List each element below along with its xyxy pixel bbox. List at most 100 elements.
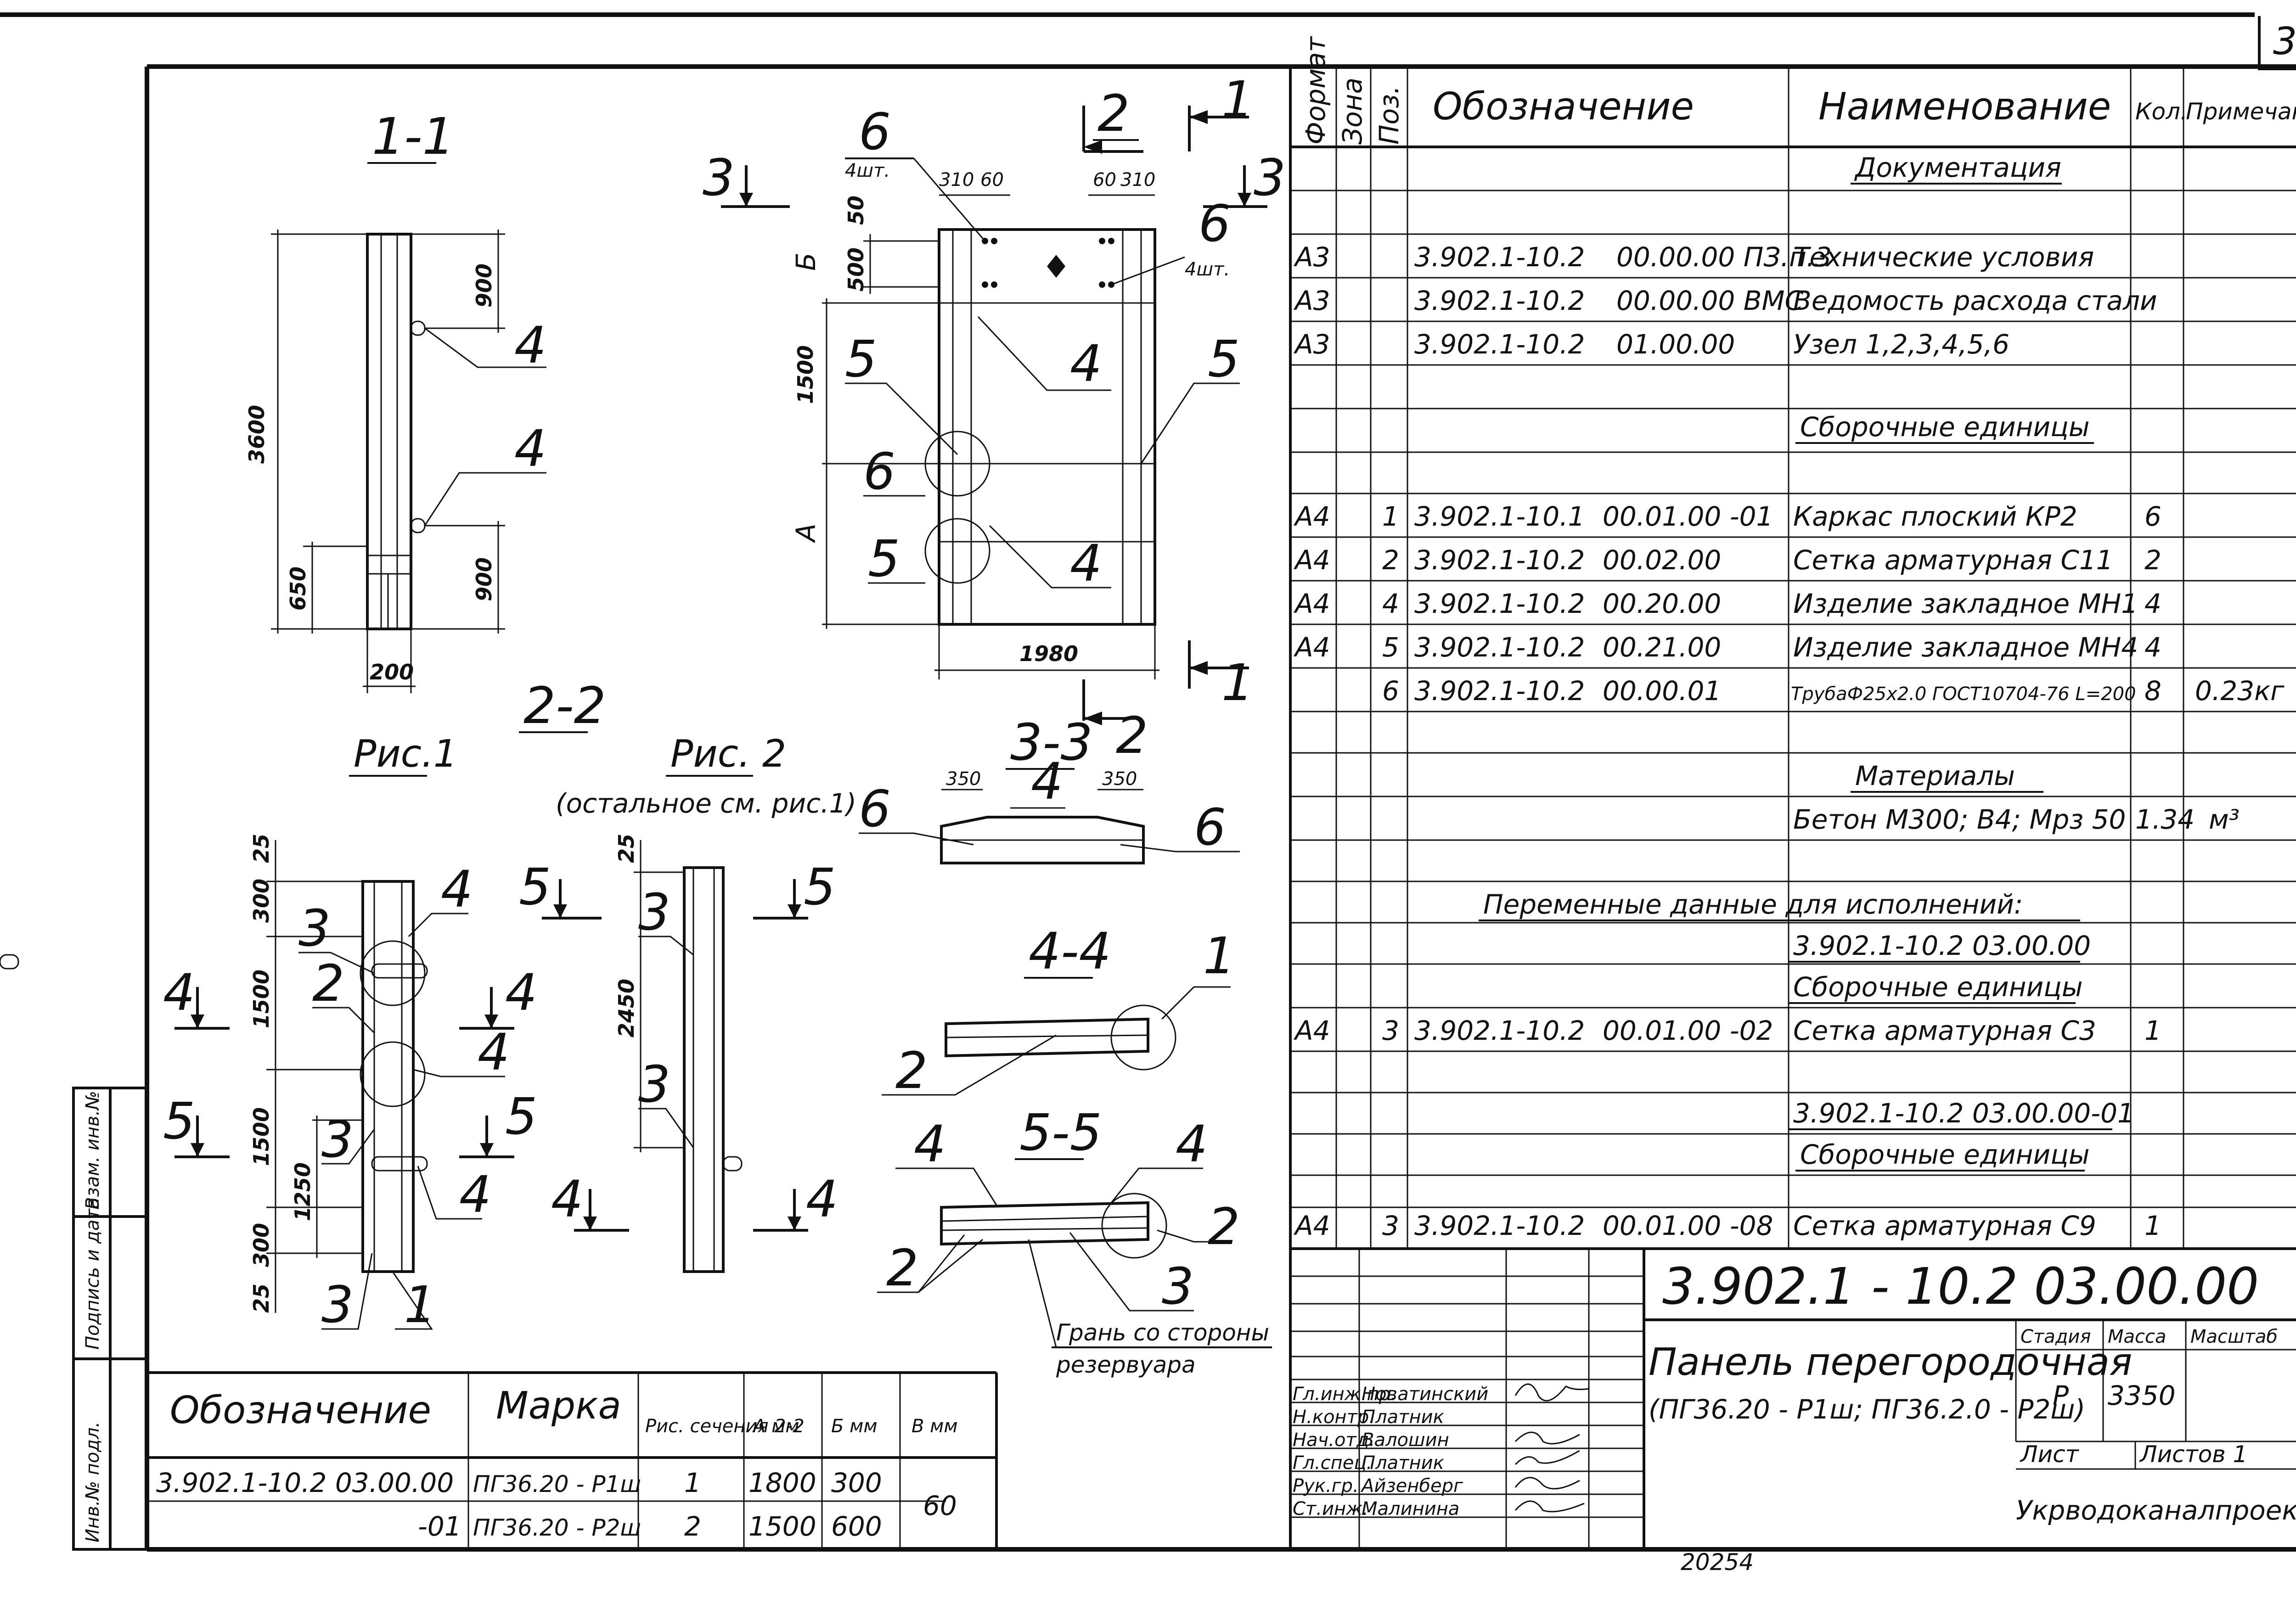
callout-6: 6 — [859, 102, 891, 161]
svg-text:Узел 1,2,3,4,5,6: Узел 1,2,3,4,5,6 — [1793, 329, 2009, 360]
dim-1980: 1980 — [1019, 641, 1078, 666]
marks-header-fig: Рис. сечения 2-2 — [645, 1416, 805, 1437]
unit-row: А4 5 3.902.1-10.2 00.21.00 Изделие закла… — [1293, 632, 2161, 663]
header-qty: Кол. — [2135, 98, 2188, 125]
svg-text:Малинина: Малинина — [1362, 1498, 1459, 1520]
pcs-label: 4шт. — [1185, 259, 1230, 280]
svg-text:А3: А3 — [1293, 241, 1330, 273]
fig2-label: Рис. 2 — [670, 732, 786, 776]
svg-text:-01: -01 — [418, 1511, 461, 1542]
section-5-5-label: 5-5 — [1019, 1103, 1102, 1162]
svg-text:3.902.1-10.2 03.00.00: 3.902.1-10.2 03.00.00 — [156, 1467, 454, 1498]
svg-text:1800: 1800 — [748, 1467, 816, 1498]
marks-header-b: Б мм — [831, 1416, 878, 1437]
svg-text:3.902.1-10.2: 3.902.1-10.2 — [1414, 241, 1585, 273]
svg-text:2: 2 — [1382, 544, 1399, 576]
callout-2: 2 — [886, 1239, 918, 1297]
callout-1: 1 — [404, 1275, 436, 1334]
svg-text:Технические условия: Технические условия — [1793, 241, 2094, 273]
callout-4: 4 — [514, 419, 546, 478]
marks-header-c: В мм — [912, 1416, 958, 1437]
svg-text:ПГ36.20 - Р2ш: ПГ36.20 - Р2ш — [473, 1514, 641, 1541]
unit-row: 6 3.902.1-10.2 00.00.01 ТрубаФ25х2.0 ГОС… — [1382, 675, 2285, 706]
dim-300-top: 300 — [249, 879, 274, 923]
svg-text:Гл.спец.: Гл.спец. — [1293, 1452, 1372, 1474]
cut-label-2: 2 — [1116, 706, 1148, 765]
svg-text:8: 8 — [2144, 675, 2161, 706]
title-block: 3.902.1 - 10.2 03.00.00 Панель перегород… — [1290, 1247, 2296, 1549]
section-1-1-label: 1-1 — [372, 107, 455, 166]
title-line-1: Панель перегородочная — [1649, 1340, 2132, 1384]
svg-text:00.01.00 -01: 00.01.00 -01 — [1603, 501, 1773, 532]
svg-text:А4: А4 — [1293, 544, 1330, 576]
scale-label: Масштаб — [2190, 1326, 2278, 1347]
svg-text:Платник: Платник — [1362, 1407, 1444, 1428]
marks-c-value: 60 — [923, 1490, 957, 1521]
svg-text:00.00.01: 00.00.01 — [1603, 675, 1721, 706]
title-line-2: (ПГ36.20 - Р1ш; ПГ36.2.0 - Р2ш) — [1649, 1394, 2085, 1425]
variant-2-units: Сборочные единицы — [1800, 1139, 2090, 1170]
stage-value: Р — [2053, 1380, 2069, 1411]
dim-350-left: 350 — [946, 768, 981, 790]
callout-3: 3 — [321, 1275, 354, 1334]
svg-text:А4: А4 — [1293, 1015, 1330, 1046]
header-format: Формат — [1300, 35, 1331, 145]
callout-2: 2 — [895, 1041, 928, 1100]
cut-label-4: 4 — [505, 963, 537, 1022]
section-assembly-units: Сборочные единицы — [1800, 411, 2090, 443]
section-4-4-label: 4-4 — [1029, 922, 1111, 981]
svg-text:00.01.00 -02: 00.01.00 -02 — [1603, 1015, 1773, 1046]
callout-5: 5 — [868, 529, 900, 588]
sheet-label: Лист — [2020, 1441, 2080, 1468]
cut-label-5: 5 — [804, 858, 836, 916]
svg-text:3.902.1-10.2: 3.902.1-10.2 — [1414, 544, 1585, 576]
unit-row: А4 1 3.902.1-10.1 00.01.00 -01 Каркас пл… — [1293, 501, 2161, 532]
svg-text:1500: 1500 — [748, 1511, 816, 1542]
svg-text:1: 1 — [2144, 1210, 2161, 1241]
svg-text:Н.контр.: Н.контр. — [1293, 1407, 1375, 1428]
mass-value: 3350 — [2108, 1380, 2176, 1411]
svg-text:Каркас плоский КР2: Каркас плоский КР2 — [1793, 501, 2077, 532]
doc-row: А3 3.902.1-10.2 01.00.00 Узел 1,2,3,4,5,… — [1293, 329, 2009, 360]
material-row: Бетон М300; В4; Мрз 50 1.34 м³ — [1793, 804, 2240, 835]
section-2-2-label: 2-2 — [523, 676, 606, 735]
header-note: Примечание — [2186, 98, 2296, 125]
svg-text:3.902.1-10.2: 3.902.1-10.2 — [1414, 285, 1585, 316]
svg-text:2: 2 — [684, 1511, 701, 1542]
header-pos: Поз. — [1373, 86, 1405, 145]
small-sections: 3-3 350 350 4 6 6 4-4 1 2 5-5 4 4 2 — [859, 713, 1272, 1378]
cut-label-3: 3 — [703, 148, 735, 207]
unit-row: А4 2 3.902.1-10.2 00.02.00 Сетка арматур… — [1293, 544, 2161, 576]
dim-25-top: 25 — [249, 834, 274, 863]
doc-number: 3.902.1 - 10.2 03.00.00 — [1662, 1257, 2259, 1316]
svg-text:Нач.отд.: Нач.отд. — [1293, 1430, 1375, 1451]
svg-text:00.20.00: 00.20.00 — [1603, 588, 1721, 619]
sheet-number: 36 — [2273, 20, 2296, 63]
dim-60-left: 60 — [980, 169, 1004, 191]
section-variable-data: Переменные данные для исполнений: — [1483, 889, 2023, 920]
dim-900-bottom: 900 — [472, 557, 496, 601]
vzam-label: Взам. инв.№ — [82, 1091, 103, 1210]
svg-text:Новатинский: Новатинский — [1362, 1384, 1488, 1405]
signature-row: Ст.инж. Малинина — [1293, 1498, 1459, 1520]
svg-text:00.02.00: 00.02.00 — [1603, 544, 1721, 576]
label-a: А — [790, 523, 822, 544]
svg-text:м³: м³ — [2209, 804, 2240, 835]
pcs-label: 4шт. — [845, 160, 890, 181]
mass-label: Масса — [2108, 1326, 2167, 1347]
sheets-label: Листов 1 — [2139, 1441, 2247, 1468]
svg-text:Изделие закладное МН4: Изделие закладное МН4 — [1793, 632, 2138, 663]
svg-text:600: 600 — [831, 1511, 882, 1542]
svg-text:3.902.1-10.1: 3.902.1-10.1 — [1414, 501, 1585, 532]
svg-text:00.00.00 ПЗ.п.3: 00.00.00 ПЗ.п.3 — [1616, 241, 1832, 273]
svg-text:Ведомость расхода стали: Ведомость расхода стали — [1793, 285, 2157, 316]
svg-text:Валошин: Валошин — [1362, 1430, 1449, 1451]
callout-3: 3 — [638, 1055, 670, 1114]
dim-1500-b: 1500 — [249, 1107, 274, 1166]
fig2-note: (остальное см. рис.1) — [556, 788, 856, 819]
cut-label-5: 5 — [519, 858, 551, 916]
edge-note-2: резервуара — [1056, 1351, 1196, 1378]
dim-3600: 3600 — [244, 405, 269, 464]
callout-4: 4 — [914, 1115, 946, 1173]
